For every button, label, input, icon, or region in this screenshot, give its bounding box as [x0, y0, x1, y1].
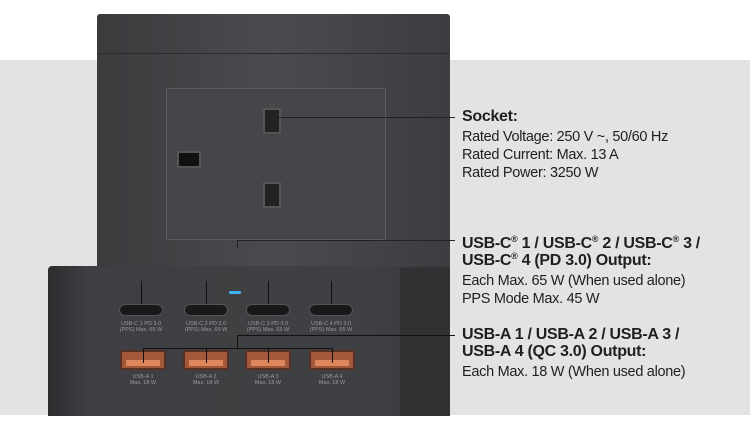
usb-c-port-label: USB-C 4 PD 3.0(PPS) Max. 65 W [309, 321, 353, 333]
socket-leader-line [272, 117, 455, 118]
socket-earth-pin-hole [177, 151, 201, 168]
usb-a-spec-line: Each Max. 18 W (When used alone) [462, 364, 686, 380]
usb-a-leader-line [206, 348, 207, 363]
usb-c-port-pointer [331, 281, 332, 304]
socket-spec-line: Rated Voltage: 250 V ~, 50/60 Hz [462, 129, 669, 145]
socket-spec: Socket: Rated Voltage: 250 V ~, 50/60 Hz… [462, 108, 668, 182]
usb-c-title: USB-C® 1 / USB-C® 2 / USB-C® 3 / [462, 234, 700, 253]
usb-c-port-1 [119, 304, 163, 316]
usb-a-leader-line [332, 348, 333, 363]
usb-c-leader-line [237, 240, 238, 248]
usb-a-leader-line [237, 335, 455, 336]
usb-c-spec: USB-C® 1 / USB-C® 2 / USB-C® 3 / USB-C® … [462, 235, 700, 308]
usb-a-spec: USB-A 1 / USB-A 2 / USB-A 3 / USB-A 4 (Q… [462, 326, 686, 381]
usb-c-port-label: USB-C 3 PD 3.0(PPS) Max. 65 W [246, 321, 290, 333]
uk-socket-face [166, 88, 386, 240]
charging-base [48, 266, 450, 416]
usb-c-port-label: USB-C 1 PD 3.0(PPS) Max. 65 W [119, 321, 163, 333]
usb-c-port-3 [246, 304, 290, 316]
usb-a-leader-line [143, 348, 144, 363]
usb-a-title: USB-A 4 (QC 3.0) Output: [462, 343, 647, 360]
usb-a-title: USB-A 1 / USB-A 2 / USB-A 3 / [462, 326, 680, 343]
socket-neutral-pin-hole [263, 182, 281, 208]
usb-c-port-4 [309, 304, 353, 316]
usb-c-port-pointer [206, 281, 207, 304]
usb-c-port-2 [184, 304, 228, 316]
usb-c-port-pointer [268, 281, 269, 304]
usb-c-leader-line [237, 240, 455, 241]
socket-module-lid [97, 14, 450, 54]
socket-spec-line: Rated Current: Max. 13 A [462, 147, 619, 163]
socket-spec-line: Rated Power: 3250 W [462, 165, 599, 181]
socket-live-pin-hole [263, 108, 281, 134]
socket-title: Socket: [462, 108, 518, 125]
usb-a-leader-line [143, 348, 333, 349]
usb-c-port-label: USB-C 2 PD 3.0(PPS) Max. 65 W [184, 321, 228, 333]
usb-c-spec-line: PPS Mode Max. 45 W [462, 291, 600, 307]
usb-a-leader-line [237, 335, 238, 348]
usb-c-title: USB-C® 4 (PD 3.0) Output: [462, 251, 652, 270]
usb-a-leader-line [268, 348, 269, 363]
usb-c-spec-line: Each Max. 65 W (When used alone) [462, 273, 686, 289]
status-led [229, 291, 241, 294]
usb-c-port-pointer [141, 281, 142, 304]
charging-base-side [400, 268, 450, 416]
